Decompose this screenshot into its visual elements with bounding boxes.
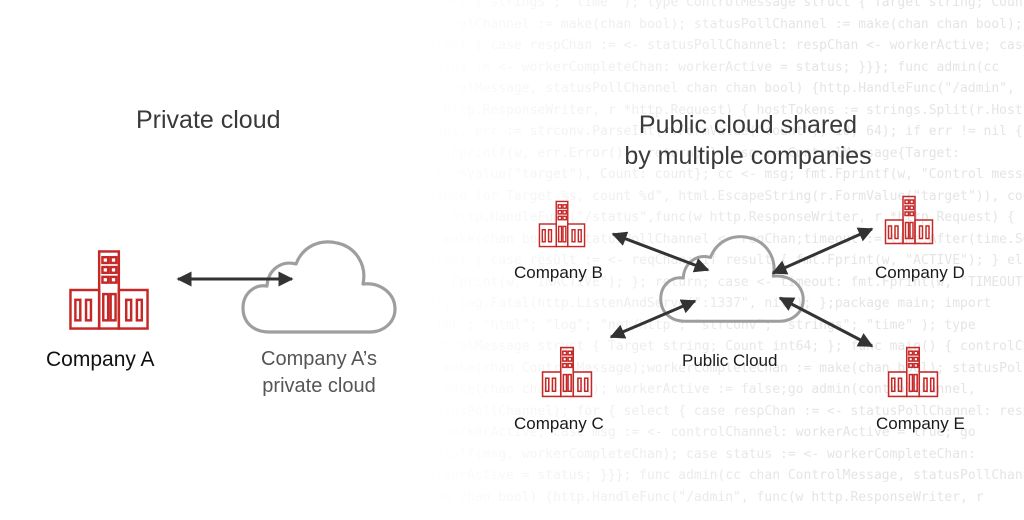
private-cloud-label: Company A’s private cloud (244, 346, 394, 400)
public-cloud-title-line1: Public cloud shared (638, 111, 858, 139)
private-cloud-title: Private cloud (136, 106, 281, 134)
company-c-cloud-arrow (609, 299, 697, 339)
company-e-label: Company E (876, 414, 965, 433)
company-c-label: Company C (514, 414, 604, 433)
private-cloud-label-line1: Company A’s (261, 348, 377, 370)
private-cloud-label-line2: private cloud (262, 375, 376, 397)
company-e-building-icon (887, 346, 939, 398)
private-cloud-icon (241, 240, 397, 334)
company-d-label: Company D (875, 263, 965, 282)
company-d-building-icon (884, 195, 934, 245)
company-c-building-icon (541, 346, 593, 398)
public-cloud-title: Public cloud shared by multiple companie… (618, 110, 878, 172)
public-cloud-icon (659, 234, 805, 323)
company-a-building-icon (68, 249, 150, 331)
public-cloud-title-line2: by multiple companies (624, 142, 872, 170)
company-b-label: Company B (514, 263, 603, 282)
public-cloud-label: Public Cloud (682, 351, 778, 370)
company-e-cloud-arrow (778, 296, 874, 348)
company-b-cloud-arrow (611, 231, 710, 273)
company-b-building-icon (538, 200, 586, 248)
company-a-label: Company A (46, 348, 155, 371)
company-d-cloud-arrow (771, 227, 874, 275)
